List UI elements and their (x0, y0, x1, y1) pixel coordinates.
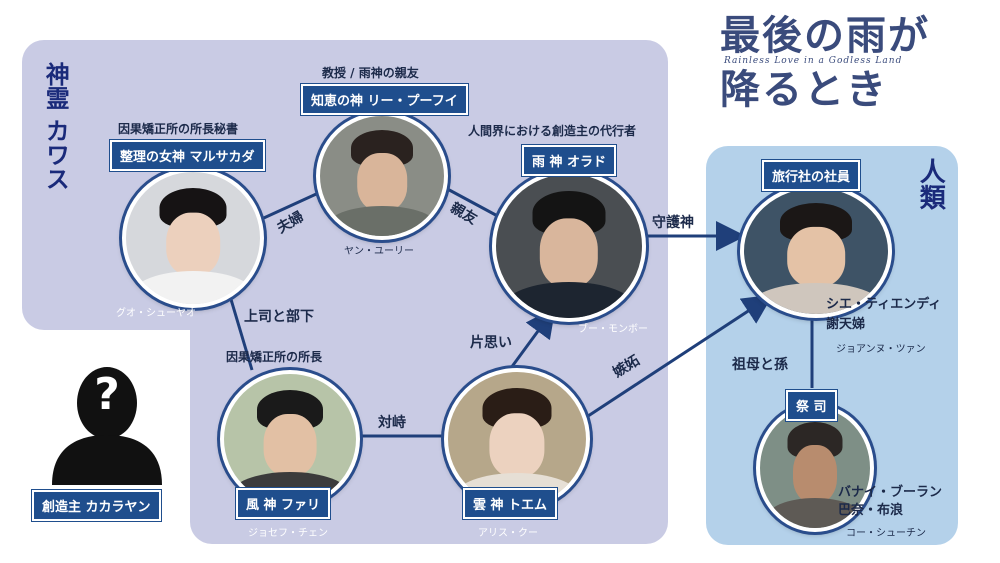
joanne-actor: ジョアンヌ・ツァン (836, 344, 926, 355)
rel-rivalry: 対峙 (378, 415, 406, 431)
rel-grandmother: 祖母と孫 (732, 357, 788, 373)
yury-namebox: 知恵の神 リー・プーフイ (301, 84, 468, 115)
joanne-name-line2: 謝天娣 (826, 317, 866, 332)
priest-name-line2: 巴奈・布浪 (838, 503, 904, 518)
joseph-namebox: 風 神 ファリ (236, 488, 331, 519)
line-unrequited (506, 307, 556, 373)
yury-role: 教授 / 雨神の親友 (322, 66, 419, 80)
priest-namebox: 祭 司 (786, 390, 837, 421)
morning-actor: ブー・モンボー (578, 324, 648, 335)
joseph-actor: ジョセフ・チェン (248, 528, 328, 539)
rel-unrequited: 片思い (470, 335, 512, 351)
portrait-joanne (740, 184, 892, 318)
portrait-alice (444, 368, 590, 510)
morning-role: 人間界における創造主の代行者 (468, 124, 637, 138)
portrait-guo (122, 168, 264, 308)
title-subtitle: Rainless Love in a Godless Land (724, 56, 903, 66)
joseph-role: 因果矯正所の所長 (226, 350, 323, 364)
line-friends (439, 183, 506, 222)
rel-guardian: 守護神 (652, 215, 694, 231)
priest-actor: コー・シューチン (846, 528, 926, 539)
alice-actor: アリス・クー (478, 528, 538, 539)
alice-namebox: 雲 神 トエム (463, 488, 558, 519)
creator-silhouette: ? (38, 355, 176, 485)
title-line2: 降るとき (720, 66, 888, 113)
line-jealousy (581, 294, 774, 422)
line-boss (228, 295, 254, 371)
silhouette-icon (52, 367, 162, 485)
gods-group-label: 神霊 カワス (41, 62, 70, 191)
title-line1: 最後の雨が (720, 12, 930, 59)
line-couple (254, 188, 326, 224)
humans-group-label: 人類 (915, 158, 946, 210)
guo-actor: グオ・シューヤオ (116, 308, 196, 319)
question-mark: ? (94, 369, 120, 420)
yury-actor: ヤン・ユーリー (344, 246, 414, 257)
guo-role: 因果矯正所の所長秘書 (118, 122, 239, 136)
priest-name-line1: バナイ・ブーラン (838, 485, 943, 500)
title-logo: 最後の雨が Rainless Love in a Godless Land 降る… (720, 14, 980, 134)
joanne-name-line1: シエ・ティエンディ (826, 297, 942, 312)
guo-namebox: 整理の女神 マルサカダ (110, 140, 265, 171)
morning-namebox: 雨 神 オラド (522, 145, 617, 176)
portrait-morning (492, 170, 646, 322)
creator-namebox: 創造主 カカラヤン (32, 490, 161, 521)
portrait-joseph (220, 370, 360, 508)
portrait-yury (316, 112, 448, 240)
joanne-namebox: 旅行社の社員 (762, 160, 861, 191)
rel-boss: 上司と部下 (244, 309, 314, 325)
